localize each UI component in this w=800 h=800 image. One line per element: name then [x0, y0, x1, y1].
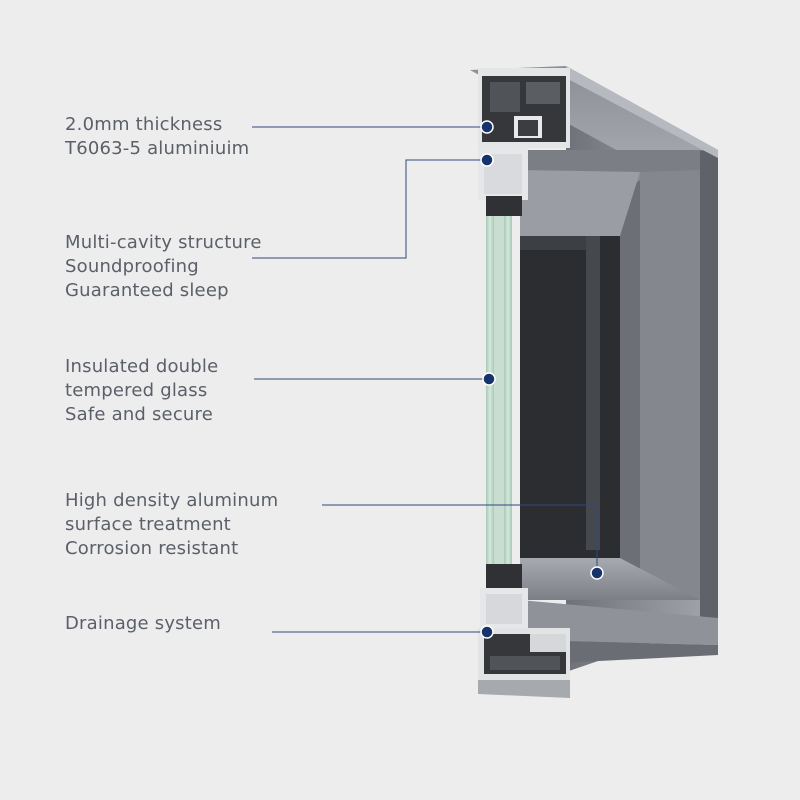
outer-frame [470, 66, 718, 672]
callout-dot-cavity [480, 153, 494, 167]
leader-line-surface [322, 504, 598, 573]
callout-line: Safe and secure [65, 404, 214, 425]
callout-dot-glass [482, 372, 496, 386]
callout-thickness: 2.0mm thickness T6063-5 aluminiuim [65, 113, 249, 161]
callout-multi-cavity: Multi-cavity structure Soundproofing Gua… [65, 231, 262, 303]
callout-insulated-glass: Insulated double tempered glass Safe and… [65, 355, 218, 427]
callout-line: High density aluminum [65, 490, 279, 511]
callout-line: 2.0mm thickness [65, 114, 223, 135]
callout-dots [480, 120, 604, 639]
frame-cross-section [478, 68, 570, 698]
callout-dot-surface [590, 566, 604, 580]
leader-lines [252, 126, 598, 633]
callout-dot-drainage [480, 625, 494, 639]
callout-surface-treatment: High density aluminum surface treatment … [65, 489, 278, 561]
callout-line: Multi-cavity structure [65, 232, 262, 253]
callout-line: T6063-5 aluminiuim [65, 138, 250, 159]
callout-dot-thickness [480, 120, 494, 134]
callout-line: Soundproofing [65, 256, 199, 277]
callout-line: Corrosion resistant [65, 538, 239, 559]
callout-line: Guaranteed sleep [65, 280, 229, 301]
leader-line-cavity [252, 159, 487, 259]
callout-line: tempered glass [65, 380, 208, 401]
callout-line: surface treatment [65, 514, 231, 535]
callout-drainage: Drainage system [65, 612, 221, 636]
callout-line: Drainage system [65, 613, 222, 634]
callout-line: Insulated double [65, 356, 219, 377]
